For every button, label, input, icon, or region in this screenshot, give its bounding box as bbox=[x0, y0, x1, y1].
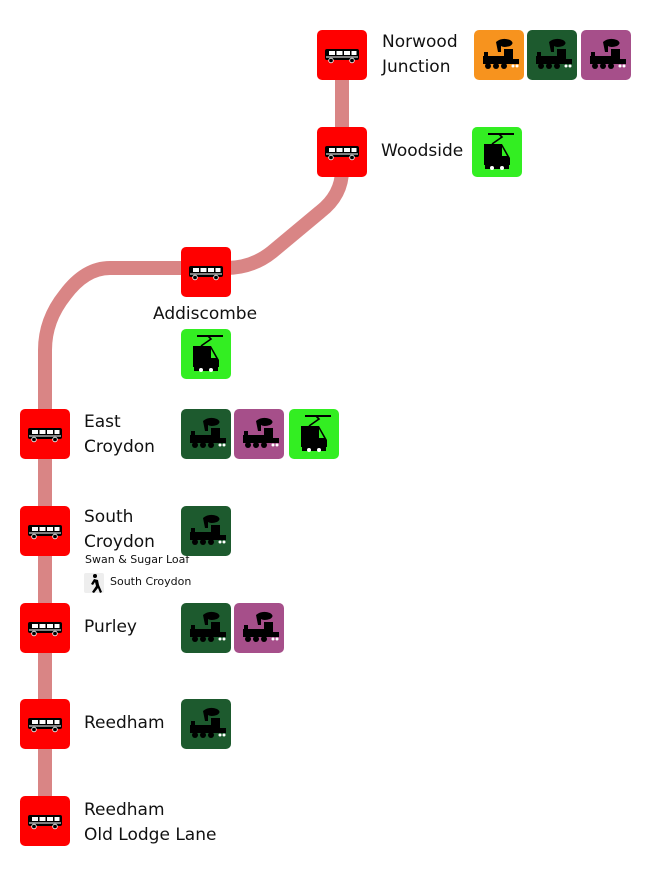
rail-green-icon bbox=[181, 409, 231, 459]
name-line-1: Reedham bbox=[84, 800, 165, 820]
rail-purple-icon bbox=[234, 409, 284, 459]
station-name: Purley bbox=[84, 617, 137, 637]
tram-icon bbox=[181, 329, 231, 379]
bus-stop-icon[interactable] bbox=[20, 506, 70, 556]
station-name: Reedham bbox=[84, 713, 165, 733]
rail-green-icon bbox=[527, 30, 577, 80]
name-line-1: Norwood bbox=[382, 32, 458, 52]
tram-icon bbox=[472, 127, 522, 177]
rail-green-icon bbox=[181, 603, 231, 653]
walk-to-label: South Croydon bbox=[110, 575, 192, 588]
bus-stop-icon[interactable] bbox=[317, 127, 367, 177]
bus-stop-icon[interactable] bbox=[181, 247, 231, 297]
rail-orange-icon bbox=[474, 30, 524, 80]
bus-stop-icon[interactable] bbox=[20, 699, 70, 749]
name-line-2: Old Lodge Lane bbox=[84, 825, 217, 845]
name-line-1: East bbox=[84, 412, 121, 432]
stop-name: Swan & Sugar Loaf bbox=[85, 553, 190, 566]
tram-icon bbox=[289, 409, 339, 459]
station-name: Woodside bbox=[381, 141, 464, 161]
rail-purple-icon bbox=[581, 30, 631, 80]
bus-stop-icon[interactable] bbox=[20, 796, 70, 846]
rail-purple-icon bbox=[234, 603, 284, 653]
rail-green-icon bbox=[181, 506, 231, 556]
walk-icon bbox=[84, 573, 104, 593]
name-line-2: Croydon bbox=[84, 532, 155, 552]
bus-stop-icon[interactable] bbox=[20, 603, 70, 653]
bus-stop-icon[interactable] bbox=[20, 409, 70, 459]
bus-stop-icon[interactable] bbox=[317, 30, 367, 80]
station-name: Addiscombe bbox=[153, 304, 258, 324]
rail-green-icon bbox=[181, 699, 231, 749]
name-line-1: South bbox=[84, 507, 134, 527]
name-line-2: Croydon bbox=[84, 437, 155, 457]
name-line-2: Junction bbox=[382, 57, 451, 77]
